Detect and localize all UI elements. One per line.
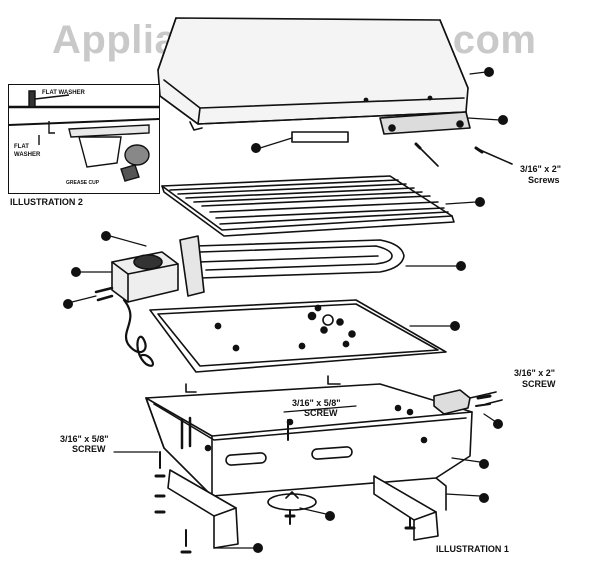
base-legs xyxy=(167,469,447,549)
callout-markers xyxy=(63,67,508,553)
left-screw-callout-line2: SCREW xyxy=(72,444,106,454)
heating-element xyxy=(179,235,405,297)
handle-screw-callout-line1: 3/16" x 2" xyxy=(514,368,556,378)
flat-washer-side-label-line2: WASHER xyxy=(14,152,41,158)
illustration-2-inset xyxy=(8,84,160,194)
illustration-1-title: ILLUSTRATION 1 xyxy=(436,544,509,554)
temperature-control xyxy=(94,251,179,367)
handle-screw-callout-line2: SCREW xyxy=(522,379,556,389)
grease-cup-label: GREASE CUP xyxy=(66,180,100,186)
fasteners xyxy=(154,394,492,554)
grill-base xyxy=(145,375,473,497)
flat-washer-top-label: FLAT WASHER xyxy=(42,90,85,96)
grease-cup xyxy=(267,491,317,511)
cooking-grid xyxy=(161,175,455,237)
grill-lid xyxy=(157,17,471,135)
drip-pan xyxy=(149,299,447,373)
leader-lines xyxy=(71,71,501,549)
center-screw-callout-line2: SCREW xyxy=(304,408,338,418)
lid-handle xyxy=(291,131,349,143)
left-screw-callout-line1: 3/16" x 5/8" xyxy=(60,434,109,444)
illustration-2-title: ILLUSTRATION 2 xyxy=(10,197,83,207)
lid-screws-callout-line2: Screws xyxy=(528,175,560,185)
center-screw-callout-line1: 3/16" x 5/8" xyxy=(292,398,341,408)
lid-screws xyxy=(414,142,513,167)
lid-screws-callout-line1: 3/16" x 2" xyxy=(520,164,562,174)
grease-cup-detail-drawing xyxy=(9,90,159,182)
flat-washer-side-label-line1: FLAT xyxy=(14,144,29,150)
